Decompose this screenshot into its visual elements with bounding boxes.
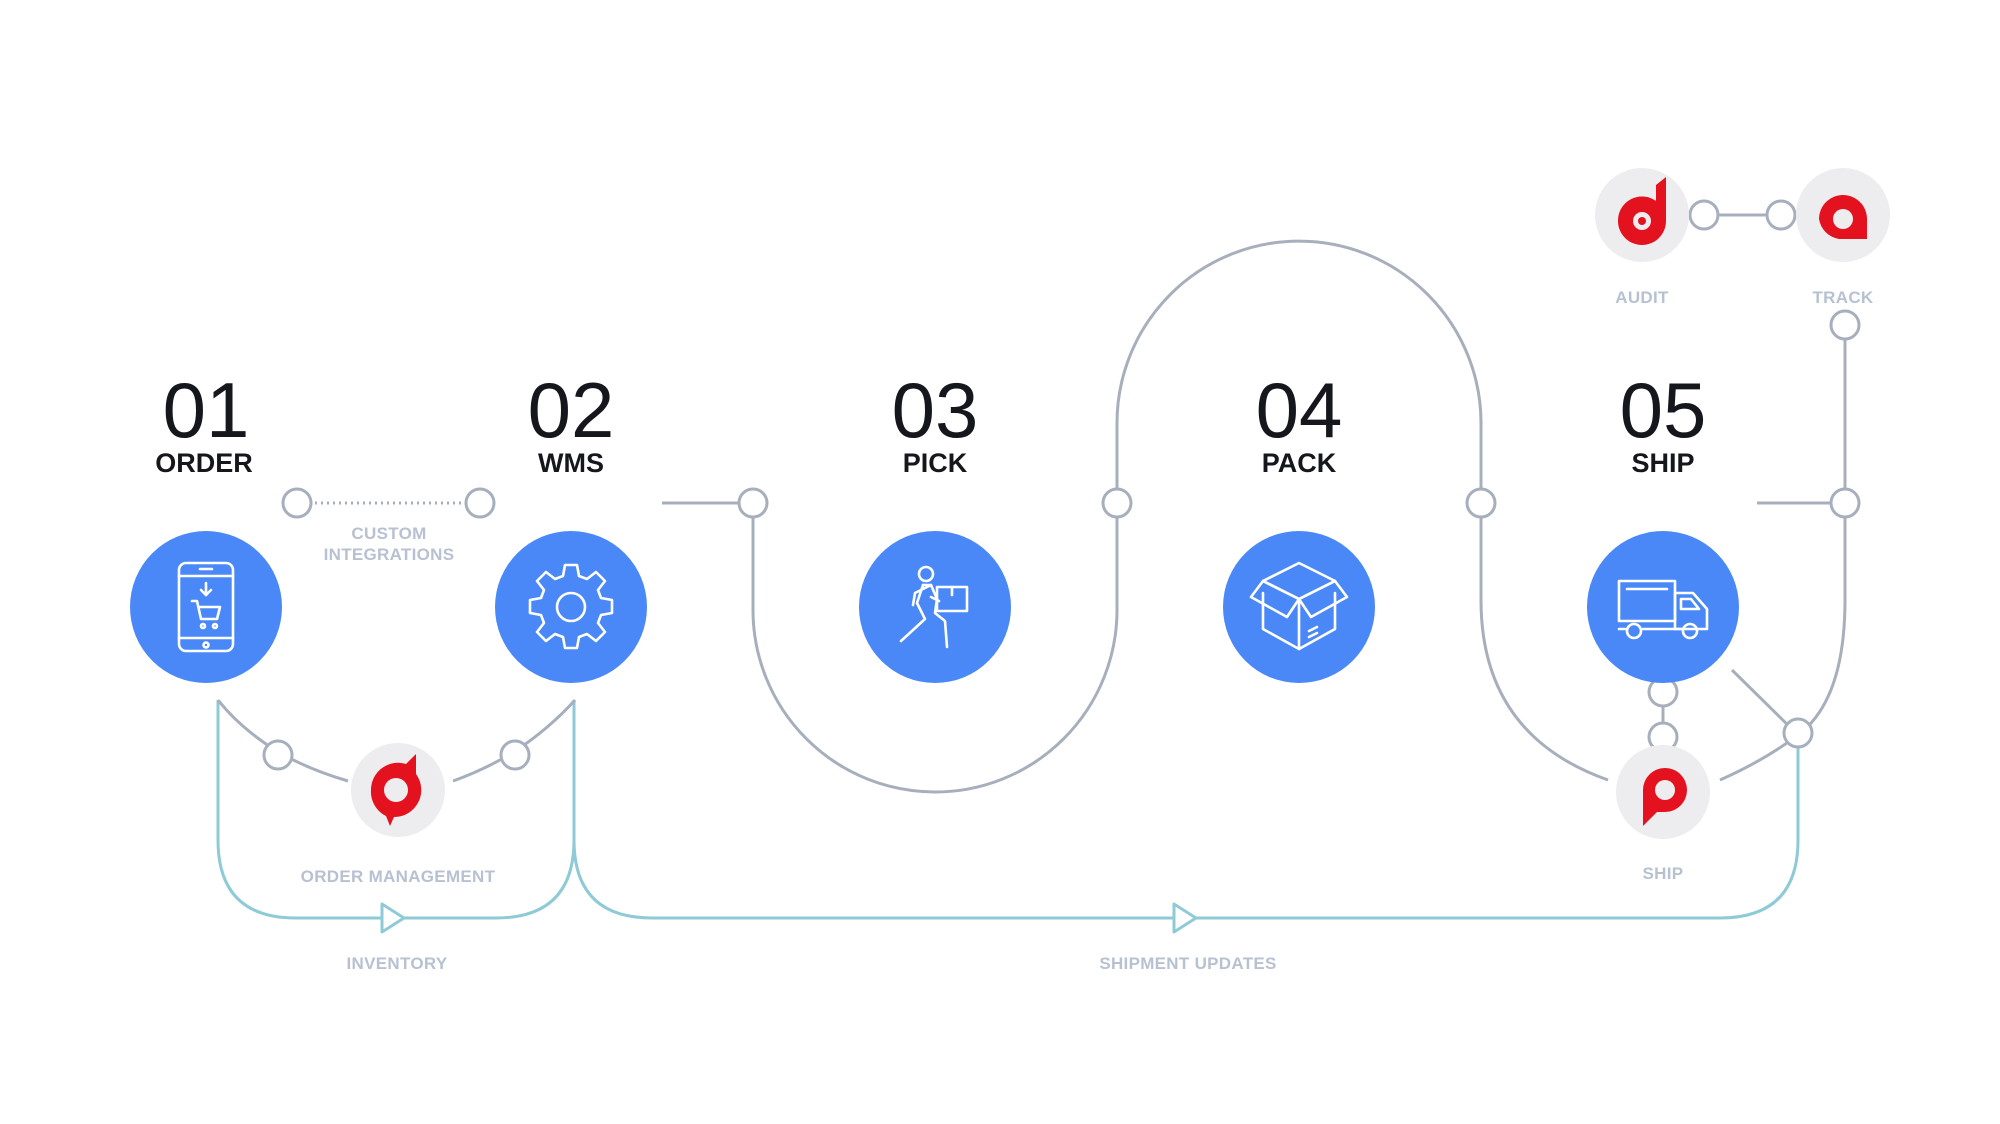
ship-caption: SHIP [1643, 864, 1684, 883]
mobile-cart-icon [177, 561, 235, 653]
ship-brand-icon [1643, 768, 1687, 826]
step-02-wms-circle [495, 531, 647, 683]
step-01-number: 01 [163, 366, 250, 454]
open-box-icon [1249, 561, 1349, 651]
step-04-label: PACK [1262, 448, 1337, 478]
step-03-number: 03 [892, 366, 979, 454]
track-badge [1796, 168, 1890, 262]
ship-badge [1616, 745, 1710, 839]
step-01-label: ORDER [155, 448, 253, 478]
track-brand-icon [1819, 195, 1867, 239]
order-management-caption: ORDER MANAGEMENT [301, 867, 496, 886]
track-caption: TRACK [1813, 288, 1874, 307]
step-05-ship-circle [1587, 531, 1739, 683]
step-01-heading: 01 ORDER [155, 366, 253, 478]
shipment-updates-flow [572, 735, 1800, 934]
step-04-number: 04 [1256, 366, 1343, 454]
custom-integrations-caption-line1: CUSTOM [351, 524, 426, 543]
order-management-badge [351, 743, 445, 837]
step-03-label: PICK [903, 448, 968, 478]
step-04-heading: 04 PACK [1256, 366, 1343, 478]
step-03-heading: 03 PICK [892, 366, 979, 478]
shipment-updates-caption: SHIPMENT UPDATES [1099, 954, 1276, 973]
audit-caption: AUDIT [1615, 288, 1669, 307]
audit-brand-icon [1617, 177, 1666, 245]
inventory-flow [216, 700, 576, 934]
order-management-brand-icon [370, 754, 422, 826]
connector-nodes [262, 199, 1861, 771]
step-05-heading: 05 SHIP [1620, 366, 1707, 478]
gear-icon [528, 563, 614, 650]
audit-badge [1595, 168, 1689, 262]
worker-carrying-box-icon [899, 565, 969, 649]
step-05-label: SHIP [1631, 448, 1694, 478]
step-01-order-circle [130, 531, 282, 683]
step-03-pick-circle [859, 531, 1011, 683]
inventory-caption: INVENTORY [347, 954, 448, 973]
step-02-number: 02 [528, 366, 615, 454]
step-04-pack-circle [1223, 531, 1375, 683]
step-02-heading: 02 WMS [528, 366, 615, 478]
step-05-number: 05 [1620, 366, 1707, 454]
step-02-label: WMS [538, 448, 604, 478]
delivery-truck-icon [1617, 579, 1709, 640]
custom-integrations-caption-line2: INTEGRATIONS [324, 545, 455, 564]
